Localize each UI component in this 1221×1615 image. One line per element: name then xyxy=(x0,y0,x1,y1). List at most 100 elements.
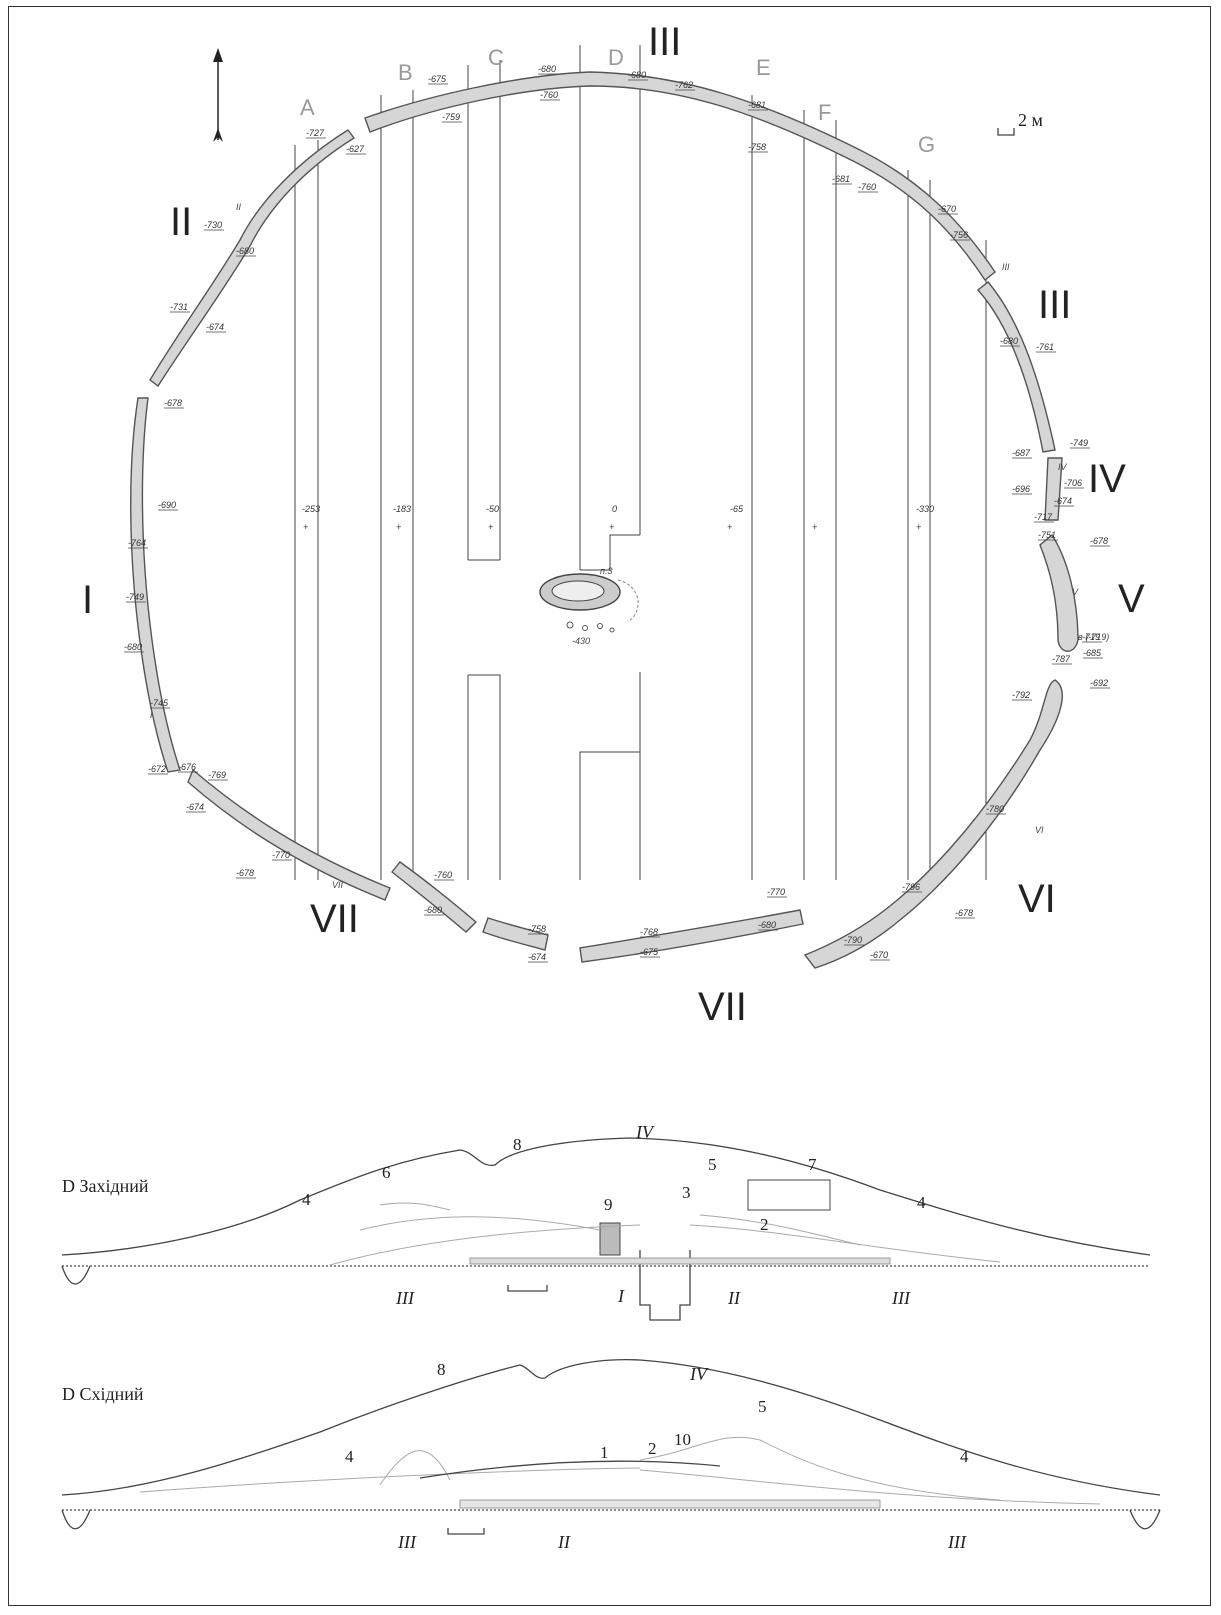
elevation-label: -680 xyxy=(538,64,556,74)
elevation-label: -756 xyxy=(950,230,968,240)
svg-text:+: + xyxy=(609,522,614,532)
ditch-segment-vii-left-a xyxy=(187,768,391,901)
elevation-label: -680 xyxy=(1000,336,1018,346)
ditch-segment-vii-bottom-left xyxy=(482,917,549,951)
elevation-label: -674 xyxy=(206,322,224,332)
elevation-label: -674 xyxy=(186,802,204,812)
sector-label-iii-right: III xyxy=(1038,283,1071,327)
elevation-label: -790 xyxy=(844,935,862,945)
section-number: 7 xyxy=(808,1155,817,1174)
center-mark-label: -253 xyxy=(302,504,320,514)
elevation-label: -760 xyxy=(858,182,876,192)
center-mark-label: -65 xyxy=(730,504,744,514)
elevation-label: -745 xyxy=(150,698,169,708)
ring-ditch xyxy=(130,71,1079,969)
svg-text:+: + xyxy=(812,522,817,532)
section-roman: II xyxy=(557,1532,571,1552)
pit-depth-label: -430 xyxy=(572,636,590,646)
section-number: 4 xyxy=(345,1447,354,1466)
figure-frame xyxy=(8,6,1211,1606)
section-number: 6 xyxy=(382,1163,391,1182)
section-number: 5 xyxy=(708,1155,717,1174)
section-roman: III xyxy=(395,1288,415,1308)
center-mark-label: -50 xyxy=(486,504,499,514)
center-mark-label: -330 xyxy=(916,504,934,514)
small-ditch-labels: I II III IV V VI VII xyxy=(150,202,1079,890)
scale-bar-top: 2 м xyxy=(997,110,1043,136)
elevation-label: -731 xyxy=(170,302,188,312)
center-mark-label: 0 xyxy=(612,504,617,514)
section-scale-bar xyxy=(447,1528,485,1535)
elevation-label: -792 xyxy=(1012,690,1030,700)
section-number: 1 xyxy=(600,1443,609,1462)
elevation-label: -675 xyxy=(428,74,447,84)
column-labels: A B C D E F G xyxy=(300,45,935,157)
section-roman: IV xyxy=(635,1122,655,1142)
north-arrow-icon xyxy=(213,48,223,142)
paren-elevation: в (-719) xyxy=(1078,632,1109,642)
section-number: 2 xyxy=(760,1215,769,1234)
section-number: 5 xyxy=(758,1397,767,1416)
section-title-west: D Західний xyxy=(62,1176,149,1196)
elevation-label: -760 xyxy=(540,90,558,100)
elevation-label: -717 xyxy=(1034,512,1053,522)
svg-text:+: + xyxy=(916,522,921,532)
svg-text:+: + xyxy=(727,522,732,532)
elevation-label: -761 xyxy=(1036,342,1054,352)
section-number: 9 xyxy=(604,1195,613,1214)
sector-labels: I II III III IV V VI VII VII xyxy=(82,20,1145,1029)
ditch-segment-iv xyxy=(1044,457,1063,521)
section-number: 10 xyxy=(674,1430,691,1449)
elevation-label: -685 xyxy=(1083,648,1102,658)
ditch-segment-ii xyxy=(149,129,356,388)
elevation-label: -670 xyxy=(938,204,956,214)
section-roman: I xyxy=(617,1286,625,1306)
elevation-label: -681 xyxy=(832,174,850,184)
section-number: 4 xyxy=(960,1447,969,1466)
grid-center-marks: -253 + -183 + -50 + 0 + -65 + + -330 + xyxy=(302,504,934,532)
ditch-segment-i xyxy=(130,397,181,773)
elevation-label: -768 xyxy=(640,927,658,937)
elevation-label: -678 xyxy=(1090,536,1108,546)
scale-label: 2 м xyxy=(1018,110,1043,130)
svg-text:+: + xyxy=(396,522,401,532)
column-label-a: A xyxy=(300,95,315,120)
section-east: D Східний 8 4 1 2 10 5 4 IV III II III xyxy=(61,1359,1161,1552)
ditch-code: VII xyxy=(332,880,344,890)
elevation-label: -627 xyxy=(346,144,365,154)
ditch-segment-vii-left-b xyxy=(391,861,478,933)
elevation-label: -780 xyxy=(986,804,1004,814)
elevation-label: -678 xyxy=(955,908,973,918)
elevation-label: -706 xyxy=(1064,478,1082,488)
ditch-code: III xyxy=(1002,262,1010,272)
column-label-b: B xyxy=(398,60,413,85)
elevation-label: -727 xyxy=(306,128,325,138)
elevation-label: -680 xyxy=(236,246,254,256)
ditch-code: VI xyxy=(1035,825,1044,835)
elevation-label: -674 xyxy=(1054,496,1072,506)
elevation-label: -672 xyxy=(148,764,166,774)
elevation-label: -770 xyxy=(272,850,290,860)
ditch-segment-iii-top xyxy=(364,71,996,282)
ditch-code: IV xyxy=(1058,462,1068,472)
pit-label: п.3 xyxy=(600,566,612,576)
elevation-label: -760 xyxy=(434,870,452,880)
ditch-code: V xyxy=(1072,587,1079,597)
ditch-segment-iii-right xyxy=(976,281,1056,453)
sector-label-vii-bottom: VII xyxy=(698,985,747,1029)
elevation-label: -787 xyxy=(1052,654,1071,664)
elevation-label: -681 xyxy=(748,100,766,110)
section-number: 8 xyxy=(513,1135,522,1154)
elevation-label: -680 xyxy=(424,905,442,915)
elevation-label: -675 xyxy=(640,947,659,957)
elevation-label: -730 xyxy=(204,220,222,230)
section-title-east: D Східний xyxy=(62,1384,144,1404)
section-scale-bar xyxy=(507,1285,548,1292)
ditch-code: I xyxy=(150,710,153,720)
section-roman: III xyxy=(891,1288,911,1308)
elevation-label: -751 xyxy=(1038,530,1056,540)
section-number: 3 xyxy=(682,1183,691,1202)
elevation-label: -764 xyxy=(128,538,146,548)
sector-label-iv: IV xyxy=(1088,457,1126,501)
ditch-segment-vii-bottom-right xyxy=(579,909,804,963)
